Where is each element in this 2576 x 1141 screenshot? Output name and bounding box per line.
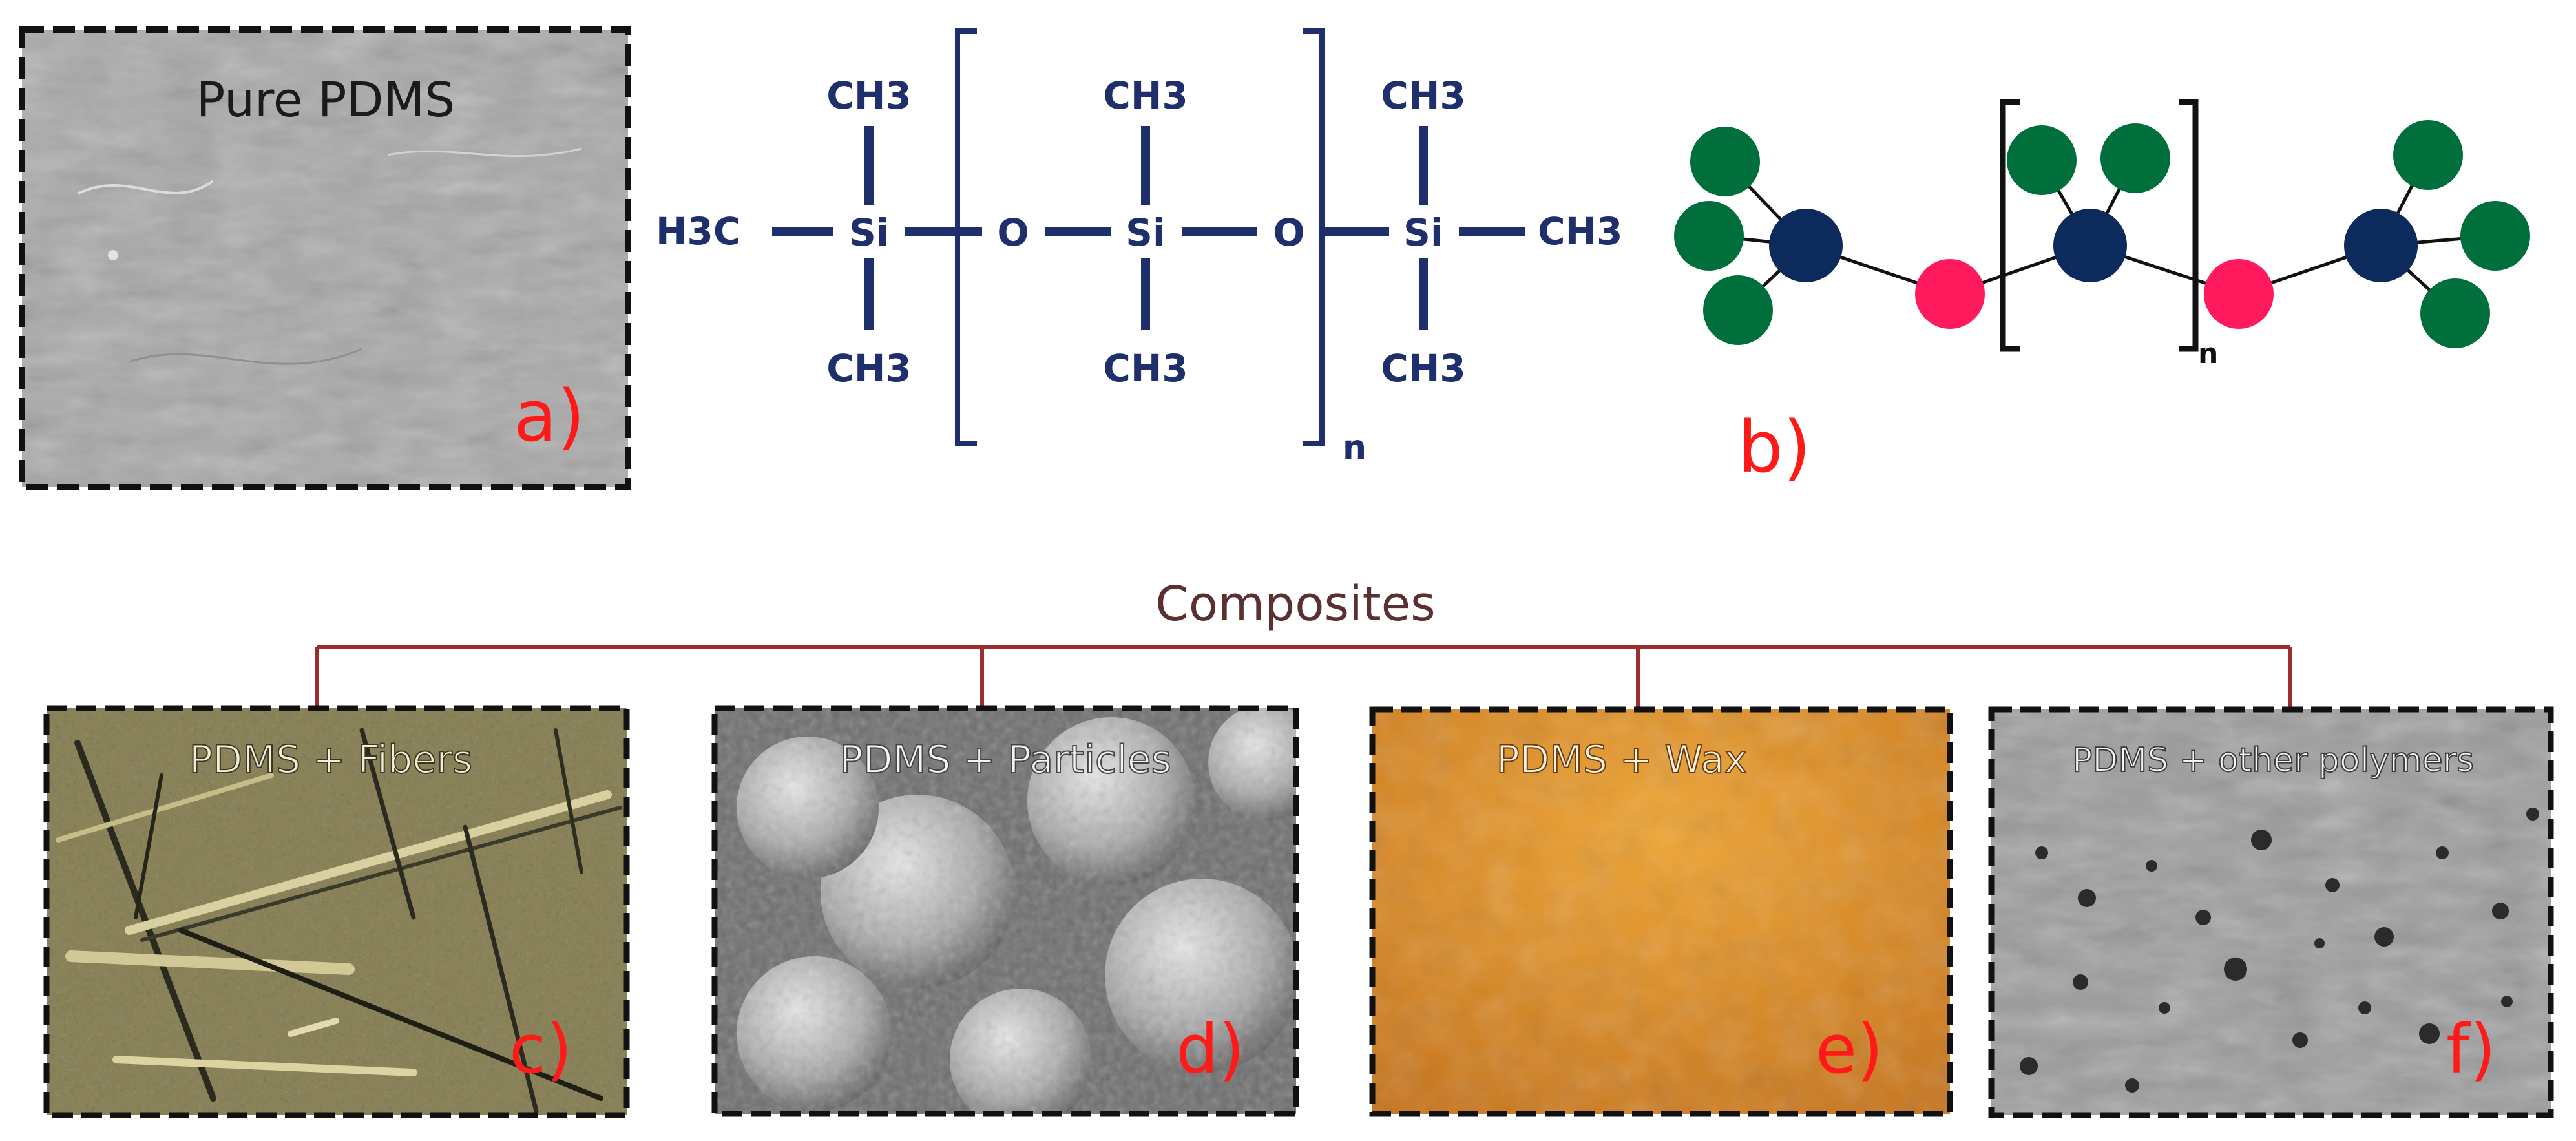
- panel-a-title: Pure PDMS: [196, 72, 456, 128]
- panel-a-border: [19, 26, 631, 490]
- panel-f-letter: f): [2446, 1010, 2496, 1089]
- panel-c-title: PDMS + Fibers: [189, 737, 472, 782]
- atom-ch3-bottom-3: CH3: [1381, 346, 1465, 390]
- panel-e-letter: e): [1816, 1010, 1883, 1089]
- atom-si-1: Si: [849, 211, 889, 255]
- panel-a: Pure PDMS a): [19, 26, 631, 490]
- panel-e-title: PDMS + Wax: [1496, 737, 1747, 782]
- repeat-n-label: n: [1343, 428, 1367, 467]
- panel-c: PDMS + Fibers c): [43, 705, 630, 1118]
- repeat-bracket-left: [955, 28, 977, 446]
- atom-si-3: Si: [1403, 211, 1443, 255]
- model-atoms: [1674, 120, 2530, 348]
- atom-ch3-top-3: CH3: [1381, 74, 1465, 118]
- repeat-bracket-right: [1303, 28, 1325, 446]
- panel-d: PDMS + Particles d): [711, 705, 1299, 1117]
- model-repeat-n: n: [2198, 337, 2218, 370]
- atom-ch3-bottom-2: CH3: [1103, 346, 1188, 390]
- panel-f-title: PDMS + other polymers: [2072, 741, 2474, 780]
- panel-d-letter: d): [1176, 1010, 1245, 1089]
- panel-f: PDMS + other polymers f): [1988, 706, 2554, 1118]
- model-bracket-left: [2000, 99, 2020, 352]
- pdms-chemical-structure: n H3C Si O Si O Si CH3 CH3 CH3 CH3: [656, 28, 1622, 467]
- atom-ch3-bottom-1: CH3: [826, 346, 911, 390]
- panel-a-letter: a): [514, 375, 585, 457]
- panel-c-letter: c): [509, 1010, 572, 1089]
- composites-tree: Composites: [315, 576, 2292, 707]
- atom-ch3-right: CH3: [1538, 209, 1622, 253]
- atom-ch3-top-1: CH3: [826, 74, 911, 118]
- composites-label: Composites: [1155, 576, 1436, 632]
- atom-o-1: O: [997, 211, 1029, 255]
- panel-d-title: PDMS + Particles: [839, 737, 1171, 782]
- panel-e: PDMS + Wax e): [1369, 706, 1953, 1117]
- panel-b-letter: b): [1738, 406, 1811, 488]
- atom-h3c-left: H3C: [656, 209, 740, 253]
- bond-lines: [772, 126, 1525, 330]
- panel-f-border: [1988, 706, 2554, 1118]
- ball-and-stick-model: n b): [1674, 99, 2530, 488]
- atom-ch3-top-2: CH3: [1103, 74, 1188, 118]
- panel-d-border: [711, 705, 1299, 1117]
- panel-e-border: [1369, 706, 1953, 1117]
- model-bracket-right: [2179, 99, 2199, 352]
- atom-si-2: Si: [1126, 211, 1166, 255]
- atom-o-2: O: [1273, 211, 1304, 255]
